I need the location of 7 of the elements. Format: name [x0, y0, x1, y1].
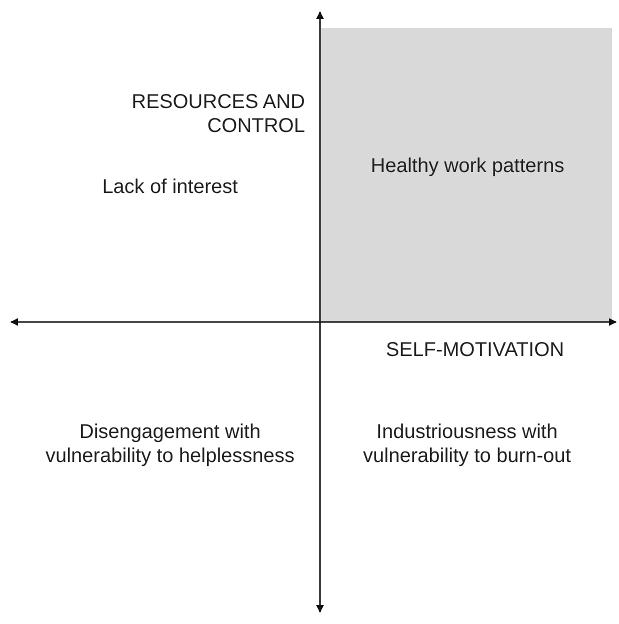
shaded-quadrant: [321, 28, 612, 322]
quadrant-label: Industriousness with vulnerability to burn-out: [362, 420, 572, 468]
quadrant-label: Lack of interest: [101, 175, 239, 199]
axis-title: SELF-MOTIVATION: [384, 338, 566, 362]
quadrant-label: Healthy work patterns: [370, 154, 566, 178]
axis-title: RESOURCES AND CONTROL: [130, 90, 305, 138]
quadrant-label: Disengagement with vulnerability to helplessness: [44, 420, 296, 468]
